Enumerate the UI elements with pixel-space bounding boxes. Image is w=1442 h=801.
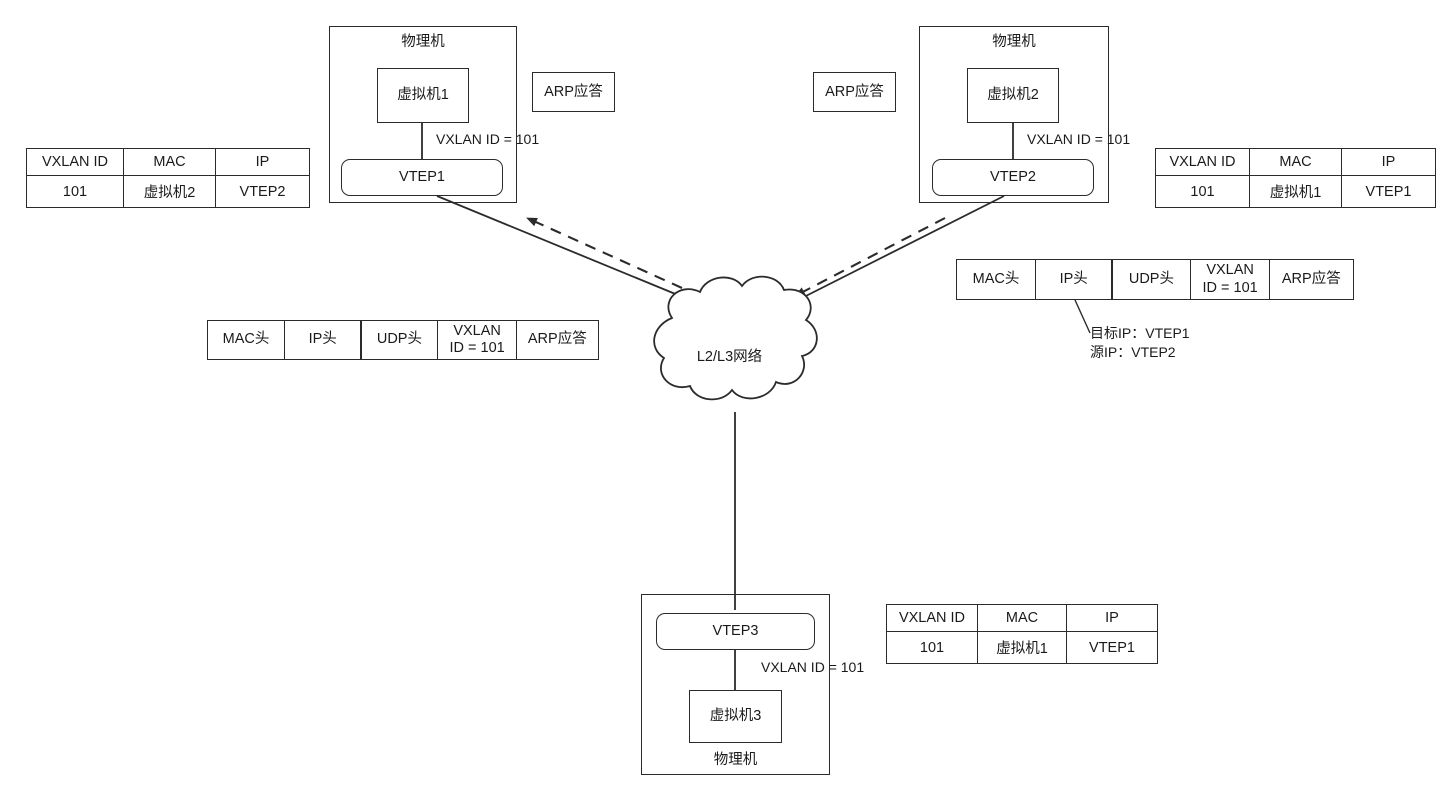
table-header-cell: IP: [1341, 148, 1436, 176]
vxlan-id-right-label: VXLAN ID = 101: [1027, 131, 1131, 147]
table-cell: VTEP2: [215, 175, 310, 208]
table-cell: 101: [1155, 175, 1250, 208]
annotation-leader-line: [1074, 299, 1091, 334]
cloud-shape: [653, 275, 818, 401]
table-cell: VTEP1: [1066, 631, 1158, 664]
packet-cell-ip-header: IP头: [283, 320, 362, 360]
vtep1-box[interactable]: VTEP1: [341, 159, 503, 196]
table-cell: 虚拟机1: [1249, 175, 1342, 208]
table-cell: 101: [886, 631, 978, 664]
packet-cell-vxlan-header: VXLAN ID = 101: [1190, 259, 1271, 300]
arp-reply-box-left: ARP应答: [532, 72, 615, 112]
arp-reply-box-right: ARP应答: [813, 72, 896, 112]
table-row: 101 虚拟机1 VTEP1: [886, 631, 1158, 664]
packet-cell-payload: ARP应答: [515, 320, 599, 360]
table-header-cell: IP: [215, 148, 310, 176]
table-header-row: VXLAN ID MAC IP: [1155, 148, 1436, 176]
host-bottom: 物理机: [641, 594, 830, 775]
vm2-label: 虚拟机2: [987, 87, 1039, 104]
table-header-cell: IP: [1066, 604, 1158, 632]
vtep3-label: VTEP3: [712, 623, 759, 640]
packet-cell-mac-header: MAC头: [207, 320, 285, 360]
table-cell: 101: [26, 175, 124, 208]
packet-right: MAC头 IP头 UDP头 VXLAN ID = 101 ARP应答: [956, 259, 1354, 300]
mapping-table-bottom: VXLAN ID MAC IP 101 虚拟机1 VTEP1: [886, 604, 1158, 664]
vxlan-id-left-label: VXLAN ID = 101: [436, 131, 540, 147]
vxlan-id-bottom-label: VXLAN ID = 101: [761, 659, 865, 675]
vtep1-label: VTEP1: [399, 169, 445, 186]
packet-cell-udp-header: UDP头: [360, 320, 439, 360]
host-bottom-label: 物理机: [713, 751, 758, 768]
vm1-box[interactable]: 虚拟机1: [377, 68, 469, 123]
table-header-cell: VXLAN ID: [886, 604, 978, 632]
arp-reply-left-label: ARP应答: [544, 83, 603, 100]
mapping-table-left: VXLAN ID MAC IP 101 虚拟机2 VTEP2: [26, 148, 310, 208]
mapping-table-right: VXLAN ID MAC IP 101 虚拟机1 VTEP1: [1155, 148, 1436, 208]
vtep2-label: VTEP2: [990, 169, 1036, 186]
host-right: 物理机: [919, 26, 1109, 203]
cloud-label: L2/L3网络: [696, 349, 763, 365]
table-header-cell: VXLAN ID: [1155, 148, 1250, 176]
table-cell: 虚拟机2: [123, 175, 216, 208]
flow-arrow-to-vtep1: [526, 217, 683, 289]
packet-cell-ip-header: IP头: [1034, 259, 1113, 300]
table-header-cell: MAC: [1249, 148, 1342, 176]
vtep2-box[interactable]: VTEP2: [932, 159, 1094, 196]
packet-cell-payload: ARP应答: [1268, 259, 1354, 300]
flow-arrow-from-vtep2: [794, 217, 946, 297]
packet-cell-vxlan-header: VXLAN ID = 101: [437, 320, 518, 360]
vm3-box[interactable]: 虚拟机3: [689, 690, 782, 743]
table-header-row: VXLAN ID MAC IP: [886, 604, 1158, 632]
table-row: 101 虚拟机2 VTEP2: [26, 175, 310, 208]
packet-cell-mac-header: MAC头: [956, 259, 1036, 300]
link-vtep1-cloud: [436, 195, 691, 301]
table-cell: VTEP1: [1341, 175, 1436, 208]
host-right-label: 物理机: [992, 34, 1036, 50]
arp-reply-right-label: ARP应答: [825, 83, 884, 100]
table-header-cell: VXLAN ID: [26, 148, 124, 176]
table-header-cell: MAC: [977, 604, 1067, 632]
ip-annotation: 目标IP：VTEP1 源IP：VTEP2: [1090, 325, 1190, 360]
vm1-label: 虚拟机1: [397, 87, 449, 104]
host-left-label: 物理机: [401, 34, 445, 50]
table-cell: 虚拟机1: [977, 631, 1067, 664]
packet-left: MAC头 IP头 UDP头 VXLAN ID = 101 ARP应答: [207, 320, 599, 360]
packet-cell-udp-header: UDP头: [1111, 259, 1192, 300]
vtep3-box[interactable]: VTEP3: [656, 613, 815, 650]
table-header-row: VXLAN ID MAC IP: [26, 148, 310, 176]
vm3-label: 虚拟机3: [709, 708, 762, 725]
vm2-box[interactable]: 虚拟机2: [967, 68, 1059, 123]
table-row: 101 虚拟机1 VTEP1: [1155, 175, 1436, 208]
table-header-cell: MAC: [123, 148, 216, 176]
host-left: 物理机: [329, 26, 517, 203]
